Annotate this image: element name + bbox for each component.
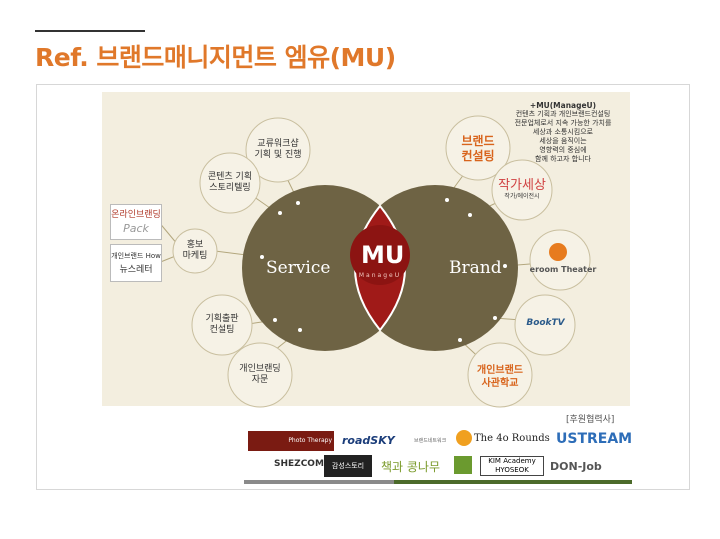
newsletter-box: 개인브랜드 How 뉴스레터 bbox=[110, 244, 162, 282]
page-title: Ref. 브랜드매니지먼트 엠유(MU) bbox=[35, 43, 396, 72]
bottom-rule-accent bbox=[244, 480, 394, 484]
sponsor-logo: USTREAM bbox=[556, 431, 633, 447]
mu-label: MU bbox=[361, 241, 405, 269]
online-branding-box: 온라인브랜딩 Pack bbox=[110, 204, 162, 240]
node-booktv: BookTV bbox=[526, 318, 565, 328]
service-label: Service bbox=[266, 258, 331, 278]
sponsor-logo: 감성스토리 bbox=[324, 455, 372, 477]
title-rule bbox=[35, 30, 145, 32]
sponsor-logo: DON-Job bbox=[550, 460, 602, 473]
node-author-world: 작가세상 작가/에이전시 bbox=[498, 178, 546, 200]
sponsor-logo: SHEZCOM bbox=[274, 459, 324, 469]
sun-icon bbox=[456, 430, 472, 446]
bottom-rule bbox=[244, 480, 632, 484]
manageu-label: ManageU bbox=[358, 272, 402, 279]
node-eroom: eroom Theater bbox=[529, 265, 597, 274]
sponsor-logo: roadSKY bbox=[342, 434, 395, 447]
sponsor-logo: 책과 콩나무 bbox=[381, 460, 441, 474]
sponsor-logo: KIM Academy HYOSEOK bbox=[480, 456, 544, 476]
brand-label: Brand bbox=[449, 258, 502, 278]
sponsors-label: [후원협력사] bbox=[566, 415, 615, 425]
mu-description: +MU(ManageU) 컨텐츠 기획과 개인브랜드컨설팅 전문업체로서 지속 … bbox=[514, 101, 612, 163]
sponsor-logo: 브랜드네트워크 bbox=[414, 438, 447, 444]
sponsor-badge-icon bbox=[454, 456, 472, 474]
sponsor-logo: The 4o Rounds bbox=[474, 433, 550, 444]
sponsor-logo: Photo Therapy bbox=[248, 431, 334, 451]
